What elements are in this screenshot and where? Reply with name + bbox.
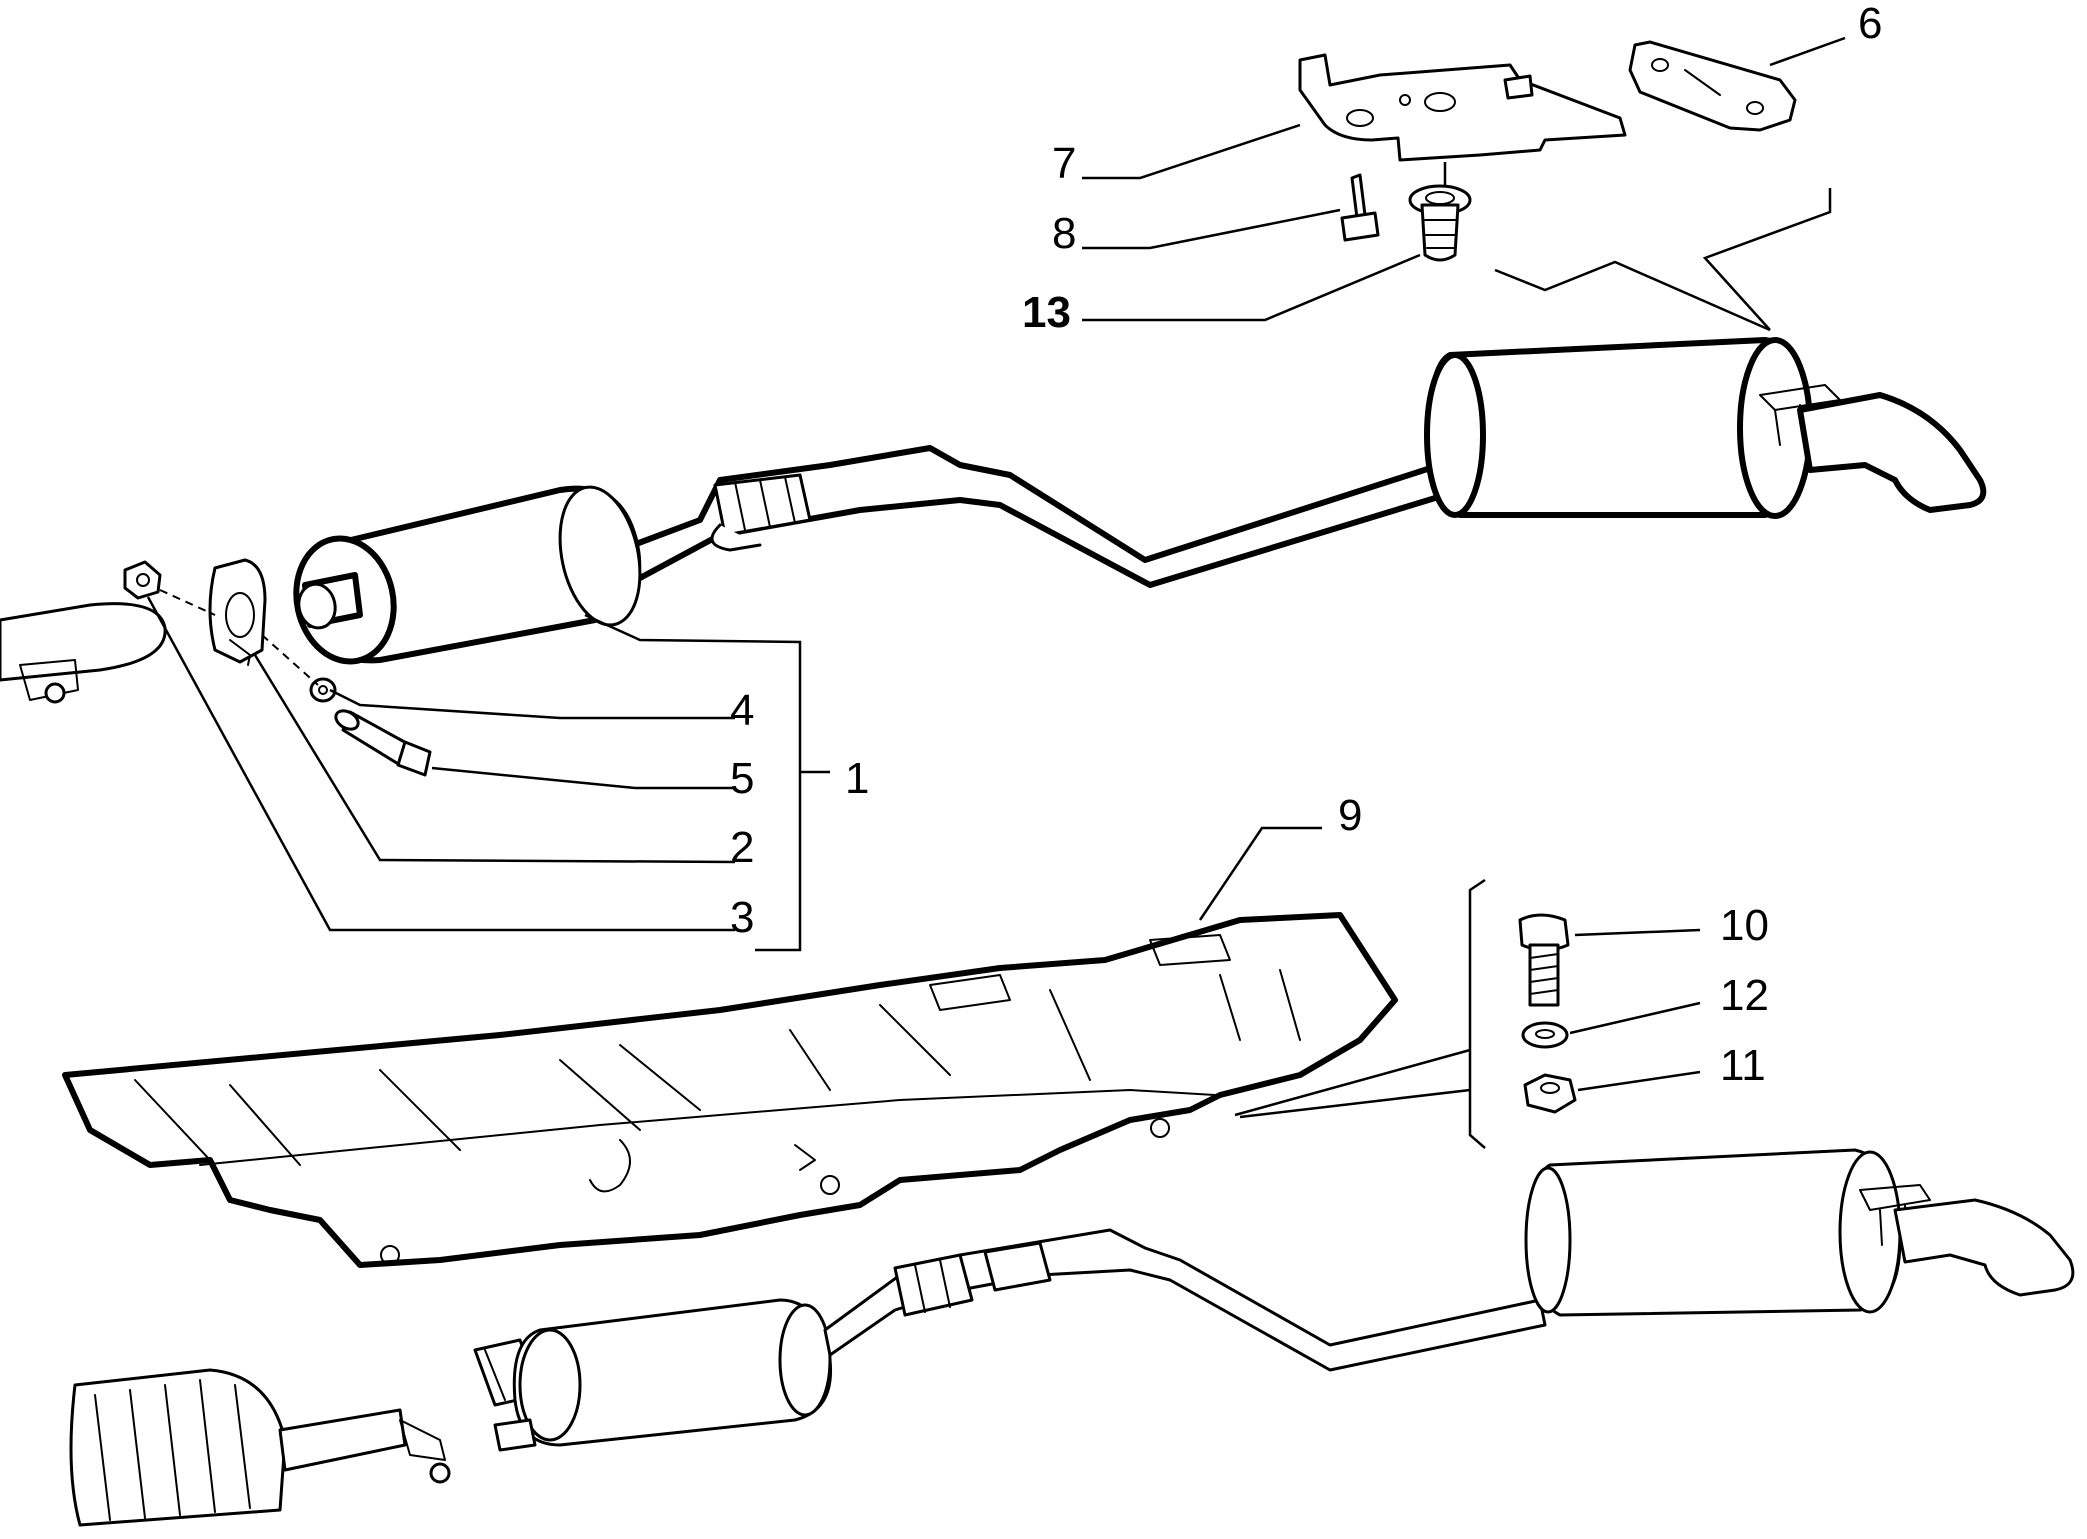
bracket-part-7 — [1298, 53, 1627, 162]
fastener-group-bracket — [1468, 878, 1486, 1149]
callout-3: 3 — [730, 893, 754, 942]
leader-lines — [146, 36, 1846, 1092]
lower-rear-muffler — [1524, 1148, 2075, 1317]
lower-pipe-clamp — [893, 1241, 1052, 1317]
bracket-part-2 — [208, 558, 267, 666]
front-muffler — [293, 485, 642, 665]
heat-shield — [62, 912, 1398, 1268]
lower-front-muffler — [473, 1298, 833, 1452]
rubber-mount-part-6 — [1628, 40, 1797, 132]
callout-9: 9 — [1338, 791, 1362, 840]
bolt-part-5 — [334, 709, 432, 777]
callout-1: 1 — [845, 754, 869, 803]
front-pipe-stub — [0, 602, 167, 704]
shield-fasteners — [1234, 878, 1577, 1149]
upper-exhaust-assembly — [0, 337, 1987, 704]
callout-6: 6 — [1858, 0, 1882, 48]
clamp-hardware — [123, 558, 432, 777]
lower-exhaust-assembly — [69, 1148, 2075, 1527]
pipe-clamp — [710, 473, 812, 552]
nut-part-3 — [123, 560, 162, 600]
rear-muffler — [1424, 337, 1987, 519]
callout-2: 2 — [730, 823, 754, 872]
screw-part-8 — [1340, 173, 1380, 242]
callout-10: 10 — [1720, 901, 1769, 950]
hanger-hardware — [1298, 40, 1797, 262]
grommet-part-13 — [1408, 184, 1472, 262]
callout-4: 4 — [730, 686, 754, 735]
washer-part-12 — [1521, 1021, 1569, 1049]
nut-part-11 — [1523, 1073, 1577, 1114]
bolt-part-10 — [1518, 913, 1570, 1007]
callout-12: 12 — [1720, 971, 1769, 1020]
callout-7: 7 — [1052, 139, 1076, 188]
callout-8: 8 — [1052, 209, 1076, 258]
callout-13: 13 — [1022, 288, 1071, 337]
callout-11: 11 — [1720, 1041, 1766, 1090]
catalytic-converter — [69, 1368, 451, 1527]
callout-labels: 6 7 8 13 9 10 12 11 4 5 1 2 3 — [730, 0, 1882, 1090]
callout-5: 5 — [730, 754, 754, 803]
